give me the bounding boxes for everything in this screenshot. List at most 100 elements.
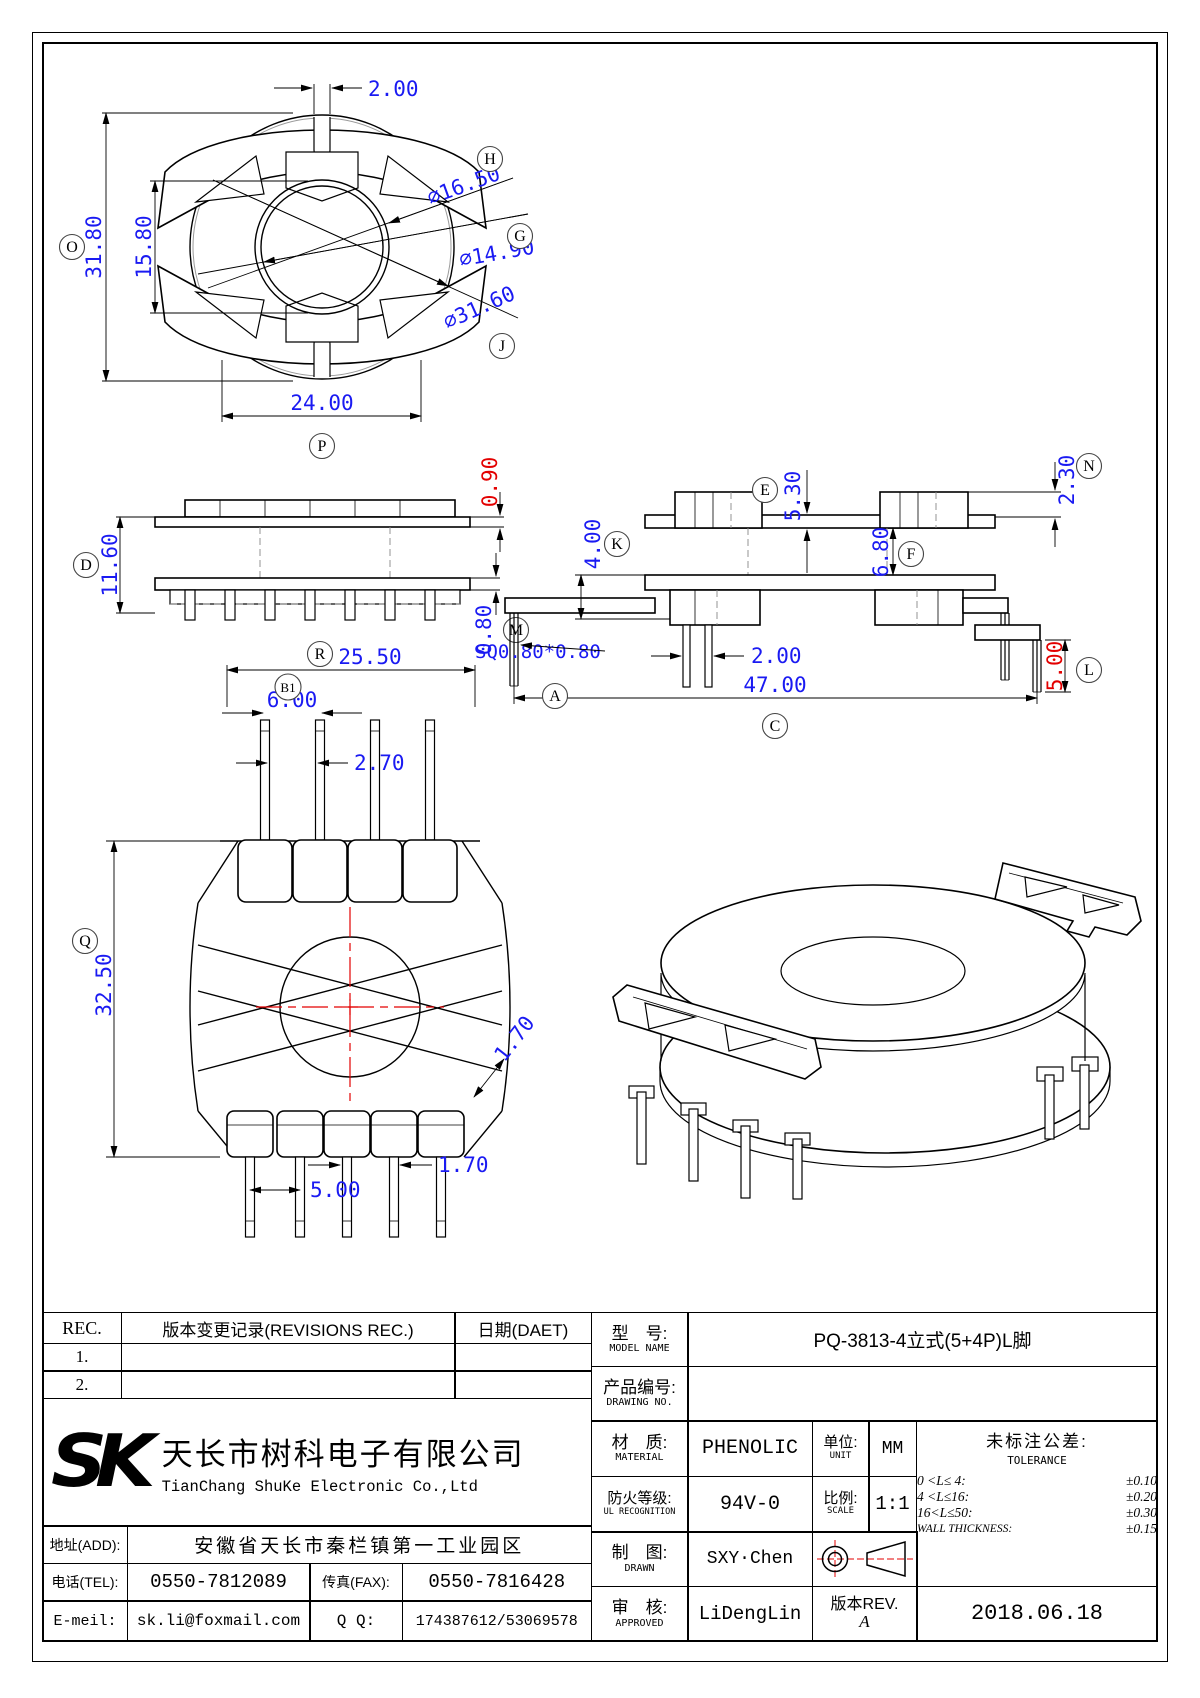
dim-pin-width: 2.00 xyxy=(751,644,802,668)
drawn-value: SXY·Chen xyxy=(687,1531,813,1587)
top-view-drawing: 2.00 31.80 15.80 24.00 ∅16.50 ∅14.90 ∅31… xyxy=(58,77,536,460)
tol3-value: ±0.30 xyxy=(1125,1505,1157,1520)
rev-row2-date[interactable] xyxy=(454,1370,592,1399)
fax-label: 传真(FAX): xyxy=(309,1562,403,1602)
rev-col-rec: REC. xyxy=(42,1312,122,1344)
side-view-geometry xyxy=(154,499,471,621)
dim-leg-length: 5.00 xyxy=(1043,641,1067,692)
tolerance-title-en: TOLERANCE xyxy=(1007,1454,1067,1467)
model-label-cn: 型 号: xyxy=(611,1323,668,1343)
dwgno-label-cn: 产品编号: xyxy=(603,1377,676,1397)
company-logo: SK xyxy=(51,1420,156,1504)
unit-label-en: UNIT xyxy=(829,1450,852,1461)
right-view-dimensions: 5.30 2.30 4.00 6.80 SQ0.80*0.80 2.00 47.… xyxy=(475,455,1079,704)
qq-value: 174387612/53069578 xyxy=(401,1600,592,1642)
balloon-D: D xyxy=(80,557,92,574)
email-value: sk.li@foxmail.com xyxy=(126,1600,311,1642)
rev-value: A xyxy=(859,1612,870,1632)
drawn-label-en: DRAWN xyxy=(624,1562,655,1574)
tel-value: 0550-7812089 xyxy=(126,1562,311,1602)
dim-seat-height: 4.00 xyxy=(581,519,605,570)
front-view-drawing: 25.50 6.00 2.70 32.50 1.70 1.70 5.00 B1 … xyxy=(71,645,540,1238)
balloon-G: G xyxy=(514,228,526,245)
rev-row2-num: 2. xyxy=(42,1370,122,1399)
rev-row1-num: 1. xyxy=(42,1342,122,1372)
tolerance-row-3: 16<L≤50: ±0.30 xyxy=(917,1505,1157,1521)
front-view-balloons: B1 Q xyxy=(71,673,302,955)
rev-row1-date[interactable] xyxy=(454,1342,592,1372)
material-label: 材 质: MATERIAL xyxy=(590,1420,689,1477)
balloon-E: E xyxy=(760,482,770,499)
dwgno-value[interactable] xyxy=(687,1365,1158,1422)
material-label-en: MATERIAL xyxy=(615,1452,664,1464)
top-view-dimensions: 2.00 31.80 15.80 24.00 ∅16.50 ∅14.90 ∅31… xyxy=(82,77,536,422)
model-value: PQ-3813-4立式(5+4P)L脚 xyxy=(687,1312,1158,1367)
unit-label-cn: 单位: xyxy=(823,1434,858,1452)
balloon-P: P xyxy=(318,438,327,455)
balloon-R: R xyxy=(315,646,326,663)
dim-window-h1: 5.30 xyxy=(781,471,805,522)
unit-value: MM xyxy=(868,1420,917,1477)
addr-value: 安徽省天长市秦栏镇第一工业园区 xyxy=(126,1525,592,1564)
dim-pin-gap: 1.70 xyxy=(438,1153,489,1177)
outer-border xyxy=(32,32,1168,1662)
balloon-F: F xyxy=(907,546,916,563)
dim-total-width: 47.00 xyxy=(743,673,806,697)
dim-window-height: 15.80 xyxy=(132,215,156,278)
top-view-geometry xyxy=(157,114,487,380)
tol1-value: ±0.10 xyxy=(1125,1473,1157,1488)
wall-value: ±0.15 xyxy=(1125,1521,1157,1536)
tel-label: 电话(TEL): xyxy=(42,1562,128,1602)
front-view-geometry xyxy=(189,719,511,1238)
material-value: PHENOLIC xyxy=(687,1420,813,1477)
balloon-Q: Q xyxy=(79,933,91,950)
drawn-label: 制 图: DRAWN xyxy=(590,1531,689,1587)
tolerance-row-1: 0 <L≤ 4: ±0.10 xyxy=(917,1473,1157,1489)
dwgno-label-en: DRAWING NO. xyxy=(606,1397,673,1409)
rev-row1-desc[interactable] xyxy=(120,1342,456,1372)
right-side-view-drawing: 5.30 2.30 4.00 6.80 SQ0.80*0.80 2.00 47.… xyxy=(475,452,1103,740)
dim-outer-height: 31.80 xyxy=(82,215,106,278)
fire-value: 94V-0 xyxy=(687,1475,813,1533)
projection-angle-icon xyxy=(816,1540,913,1578)
approved-label-cn: 审 核: xyxy=(611,1597,668,1617)
dim-wire-square: SQ0.80*0.80 xyxy=(475,641,601,663)
balloon-A: A xyxy=(549,688,561,705)
dim-flat-width: 24.00 xyxy=(290,391,353,415)
side-view-drawing: 11.60 0.90 0.80 D M R xyxy=(72,457,530,668)
wall-label: WALL THICKNESS: xyxy=(917,1523,1013,1535)
rev-cell: 版本REV. A xyxy=(811,1585,918,1642)
inner-border xyxy=(42,42,1158,1642)
dim-base-thickness: 0.80 xyxy=(472,605,496,656)
dim-flange-t: 2.30 xyxy=(1055,455,1079,506)
scale-label-en: SCALE xyxy=(826,1506,855,1517)
dim-window-h2: 6.80 xyxy=(869,527,893,578)
balloon-M: M xyxy=(509,622,523,639)
right-view-geometry xyxy=(504,491,1042,693)
balloon-C: C xyxy=(770,718,781,735)
balloon-K: K xyxy=(611,536,623,553)
fire-label-cn: 防火等级: xyxy=(607,1490,672,1508)
scale-value: 1:1 xyxy=(868,1475,917,1533)
top-view-balloons: O P H G J xyxy=(58,145,534,460)
company-name-en: TianChang ShuKe Electronic Co.,Ltd xyxy=(161,1477,478,1496)
rev-row2-desc[interactable] xyxy=(120,1370,456,1399)
approved-label-en: APPROVED xyxy=(615,1617,664,1629)
material-label-cn: 材 质: xyxy=(611,1432,668,1452)
fire-label: 防火等级: UL RECOGNITION xyxy=(590,1475,689,1533)
side-view-dimensions: 11.60 0.90 0.80 xyxy=(98,457,504,656)
iso-geometry xyxy=(612,862,1142,1200)
projection-symbol-cell xyxy=(811,1531,918,1587)
rev-col-date: 日期(DAET) xyxy=(454,1312,592,1344)
scale-label: 比例: SCALE xyxy=(811,1475,870,1533)
isometric-view-drawing xyxy=(612,862,1142,1200)
company-block: SK 天长市树科电子有限公司 TianChang ShuKe Electroni… xyxy=(42,1397,592,1527)
balloon-O: O xyxy=(66,239,78,256)
rev-col-desc: 版本变更记录(REVISIONS REC.) xyxy=(120,1312,456,1344)
tolerance-cell: 未标注公差: TOLERANCE 0 <L≤ 4: ±0.10 4 <L≤16:… xyxy=(916,1420,1158,1587)
balloon-L: L xyxy=(1084,662,1094,679)
tolerance-row-2: 4 <L≤16: ±0.20 xyxy=(917,1489,1157,1505)
tol2-range: 4 <L≤16: xyxy=(917,1489,970,1504)
tol2-value: ±0.20 xyxy=(1125,1489,1157,1504)
